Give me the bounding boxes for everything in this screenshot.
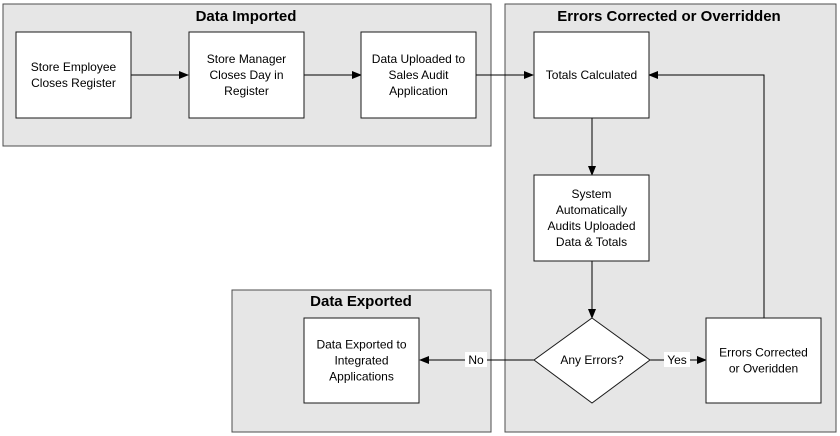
node-label-any-errors: Any Errors? (560, 353, 624, 367)
node-totals-calculated: Totals Calculated (533, 31, 650, 119)
node-label-line: Store Manager (207, 52, 286, 66)
node-label-line: System (571, 187, 611, 201)
node-label-line: Closes Register (31, 76, 116, 90)
node-label-errors-corrected: Errors Corrected or Overidden (719, 346, 808, 376)
edge-label-no-text: No (468, 353, 484, 367)
node-label-line: Store Employee (31, 60, 117, 74)
node-label-line: Data Uploaded to (372, 52, 466, 66)
node-label-line: Audits Uploaded (547, 219, 635, 233)
node-label-line: Application (389, 84, 448, 98)
node-errors-corrected: Errors Corrected or Overidden (705, 317, 822, 404)
lane-title-data-exported: Data Exported (310, 293, 412, 310)
lane-title-data-imported: Data Imported (196, 8, 297, 25)
node-label-line: Data & Totals (556, 235, 627, 249)
edge-label-no: No (465, 352, 487, 367)
node-label-line: Register (224, 84, 269, 98)
node-label-line: Errors Corrected (719, 346, 808, 360)
node-label-line: Integrated (334, 354, 388, 368)
lane-title-errors-corrected: Errors Corrected or Overridden (557, 8, 780, 25)
node-label-line: Totals Calculated (546, 68, 637, 82)
edge-label-yes-text: Yes (667, 353, 687, 367)
node-label-line: or Overidden (729, 362, 798, 376)
node-label-line: Applications (329, 370, 394, 384)
node-label-line: Closes Day in (209, 68, 283, 82)
node-label-totals-calculated: Totals Calculated (546, 68, 637, 82)
node-label-line: Automatically (556, 203, 627, 217)
node-any-errors-decision: Any Errors? (533, 317, 651, 404)
node-label-line: Sales Audit (388, 68, 449, 82)
node-label-line: Data Exported to (316, 338, 406, 352)
node-label-line: Any Errors? (560, 353, 624, 367)
edge-label-yes: Yes (664, 352, 690, 367)
edge-corrected-to-totals (648, 71, 765, 318)
